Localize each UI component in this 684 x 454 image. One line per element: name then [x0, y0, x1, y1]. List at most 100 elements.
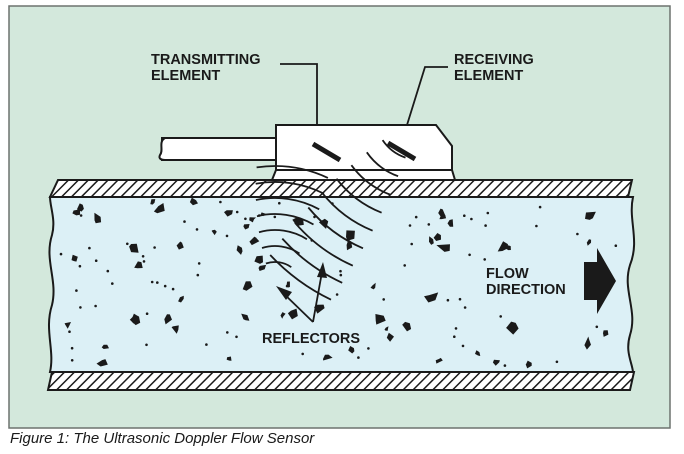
reflected-wave-arc [256, 165, 329, 179]
particle-dot [244, 217, 247, 221]
particle-fleck [585, 211, 596, 220]
wave-arc [350, 164, 391, 196]
particle-dot [70, 346, 74, 350]
particle-fleck [280, 312, 286, 319]
particle-dot [226, 331, 229, 334]
particle-fleck [492, 359, 500, 366]
particle-fleck [254, 255, 263, 264]
particle-fleck [348, 346, 355, 354]
particle-dot [427, 223, 431, 226]
particle-fleck [346, 230, 355, 241]
particle-fleck [242, 281, 253, 291]
transmitting-label-line1: TRANSMITTING [151, 52, 261, 68]
wave-arc [366, 151, 399, 178]
particle-fleck [164, 314, 172, 325]
particle-dot [499, 315, 503, 318]
particle-dot [88, 246, 91, 250]
particle-dot [235, 335, 238, 339]
wave-arc [269, 254, 332, 301]
wave-arc [321, 192, 373, 232]
particle-fleck [236, 245, 243, 255]
figure-caption: Figure 1: The Ultrasonic Doppler Flow Se… [10, 430, 315, 447]
particle-dot [535, 224, 538, 228]
particle-fleck [150, 199, 156, 205]
wave-arc [294, 222, 354, 267]
reflected-wave-arc [255, 181, 325, 195]
particle-fleck [497, 241, 508, 252]
fluid-particles [59, 197, 618, 369]
particle-dot [195, 228, 199, 231]
particle-dot [219, 200, 222, 204]
reflectors-label: REFLECTORS [262, 331, 360, 347]
particle-dot [382, 298, 386, 301]
reflected-wave-arc [265, 261, 292, 268]
particle-dot [145, 312, 149, 316]
particle-fleck [249, 217, 256, 223]
particle-dot [78, 264, 82, 268]
particle-fleck [258, 264, 267, 271]
particle-fleck [287, 308, 298, 320]
particle-fleck [241, 313, 250, 321]
particle-fleck [603, 330, 609, 337]
particle-fleck [76, 203, 84, 212]
particle-fleck [323, 354, 333, 361]
particle-fleck [506, 321, 519, 335]
particle-dot [335, 293, 339, 296]
particle-fleck [504, 245, 511, 251]
transmitting-leader-line [280, 63, 318, 125]
particle-fleck [386, 332, 394, 342]
particle-fleck [435, 357, 443, 364]
particle-fleck [436, 244, 450, 252]
particle-fleck [176, 241, 184, 250]
particle-dot [484, 224, 487, 227]
particle-fleck [189, 197, 198, 206]
particle-dot [153, 246, 156, 249]
particle-dot [446, 298, 450, 302]
particle-dot [486, 211, 490, 215]
pipe-top-wall [48, 179, 634, 198]
sensor-cable [158, 137, 278, 161]
particle-fleck [71, 254, 78, 262]
particle-dot [273, 215, 277, 219]
particle-dot [453, 335, 456, 339]
particle-dot [367, 347, 370, 350]
particle-dot [145, 343, 148, 347]
particle-dot [225, 234, 229, 238]
reflected-wave-arc [255, 197, 320, 211]
wave-arc [281, 237, 343, 284]
sensor-housing [270, 124, 457, 181]
reflected-wave-arc [261, 245, 301, 255]
wave-arc [335, 178, 382, 214]
fluid-region [48, 196, 636, 373]
particle-dot [150, 280, 154, 284]
particle-dot [141, 254, 145, 258]
particle-fleck [438, 208, 446, 217]
particle-fleck [384, 326, 389, 331]
particle-dot [357, 356, 360, 359]
particle-dot [339, 273, 343, 277]
particle-fleck [243, 224, 250, 230]
particle-dot [538, 205, 542, 209]
reflector-arrows [276, 262, 327, 323]
particle-dot [235, 210, 239, 214]
particle-fleck [94, 212, 102, 224]
particle-dot [111, 282, 114, 285]
reflected-wave-arc [256, 213, 314, 226]
flow-direction-label-line2: DIRECTION [486, 282, 566, 298]
particle-dot [171, 287, 175, 291]
particle-dot [614, 244, 618, 247]
particle-fleck [129, 243, 139, 253]
particle-dot [468, 253, 471, 257]
particle-dot [576, 232, 579, 236]
particle-fleck [429, 236, 434, 245]
particle-dot [301, 352, 305, 356]
particle-dot [278, 201, 281, 205]
particle-dot [196, 273, 200, 277]
particle-dot [75, 289, 78, 292]
receiving-element [386, 140, 417, 162]
particle-dot [106, 269, 110, 273]
particle-dot [68, 330, 71, 334]
particle-fleck [249, 236, 260, 246]
particle-fleck [584, 336, 591, 350]
doppler-flow-sensor-diagram: TRANSMITTING ELEMENT RECEIVING ELEMENT R… [8, 5, 671, 429]
